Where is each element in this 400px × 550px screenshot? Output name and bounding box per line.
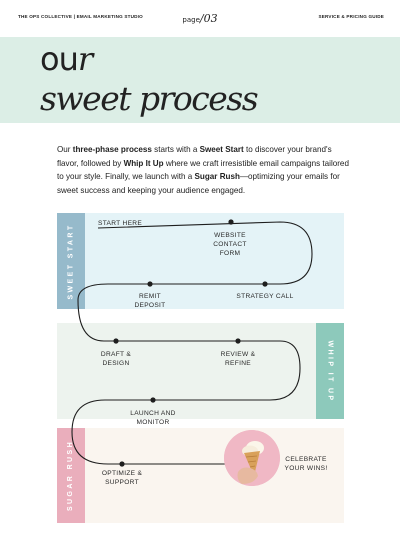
intro-paragraph: Our three-phase process starts with a Sw… xyxy=(57,143,352,197)
step-label-line: WEBSITE xyxy=(214,232,246,239)
title-line-1: our xyxy=(40,39,93,79)
page-number: page/03 xyxy=(0,9,400,27)
page-label: page xyxy=(182,16,200,24)
step-label-line: REVIEW & xyxy=(220,351,256,358)
intro-text: to discover your brand's flavor, followe… xyxy=(57,145,332,168)
step-launch-monitor: LAUNCH AND MONITOR xyxy=(118,409,188,427)
step-draft-design: DRAFT & DESIGN xyxy=(86,350,146,368)
step-celebrate: CELEBRATE YOUR WINS! xyxy=(278,455,334,473)
ice-cream-cone-icon xyxy=(224,430,280,486)
whip-it-up-panel xyxy=(57,323,344,419)
sugar-rush-tab: SUGAR RUSH xyxy=(57,428,85,523)
step-label-line: CELEBRATE xyxy=(285,456,327,463)
sweet-start-panel xyxy=(57,213,344,309)
step-label-line: CONTACT xyxy=(213,241,247,248)
intro-bold: three-phase process xyxy=(72,145,152,154)
title-our-prefix: ou xyxy=(40,40,79,78)
step-label-line: DRAFT & xyxy=(100,351,132,358)
intro-bold: Whip It Up xyxy=(123,158,164,168)
step-label-line: DEPOSIT xyxy=(134,302,166,309)
intro-text: where we craft irresistible email campai… xyxy=(57,158,349,182)
step-dot xyxy=(113,338,119,344)
step-start-here: START HERE xyxy=(98,220,143,227)
guide-name: SERVICE & PRICING GUIDE xyxy=(318,14,384,19)
step-optimize-support: OPTIMIZE & SUPPORT xyxy=(90,469,154,487)
step-label-line: SUPPORT xyxy=(105,479,139,486)
intro-bold: Sugar Rush xyxy=(194,172,240,182)
step-label-line: YOUR WINS! xyxy=(284,465,328,472)
step-label-line: LAUNCH AND xyxy=(130,410,176,417)
step-review-refine: REVIEW & REFINE xyxy=(206,350,270,368)
whip-it-up-tab: WHIP IT UP xyxy=(316,323,344,419)
sugar-rush-panel xyxy=(57,428,344,523)
step-strategy-call: STRATEGY CALL xyxy=(236,293,294,300)
intro-bold: Sweet Start xyxy=(199,145,244,154)
ice-cream-cone-graphic xyxy=(224,430,280,486)
intro-text: starts with a xyxy=(151,145,200,154)
step-label-line: MONITOR xyxy=(136,419,170,426)
process-path-line xyxy=(71,221,313,465)
title-line-2: sweet process xyxy=(40,79,259,118)
intro-text: Our xyxy=(57,145,73,154)
step-label-line: REMIT xyxy=(138,293,161,300)
title-our-suffix: r xyxy=(77,40,93,78)
step-label-line: DESIGN xyxy=(102,360,130,367)
step-label-line: FORM xyxy=(219,250,241,257)
step-dot xyxy=(228,219,234,225)
step-label-line: OPTIMIZE & xyxy=(101,470,143,477)
studio-name: THE OPS COLLECTIVE | EMAIL MARKETING STU… xyxy=(18,14,143,19)
step-dot xyxy=(119,461,125,467)
intro-text: —optimizing your emails for sweet succes… xyxy=(57,172,340,195)
step-remit-deposit: REMIT DEPOSIT xyxy=(120,292,180,310)
step-label-line: REFINE xyxy=(225,360,251,367)
title-banner: our sweet process xyxy=(0,37,400,123)
step-dot xyxy=(150,397,156,403)
step-website-contact-form: WEBSITE CONTACT FORM xyxy=(200,231,260,258)
page-number-value: /03 xyxy=(199,12,218,25)
step-dot xyxy=(262,281,268,287)
step-dot xyxy=(235,338,241,344)
step-dot xyxy=(147,281,153,287)
